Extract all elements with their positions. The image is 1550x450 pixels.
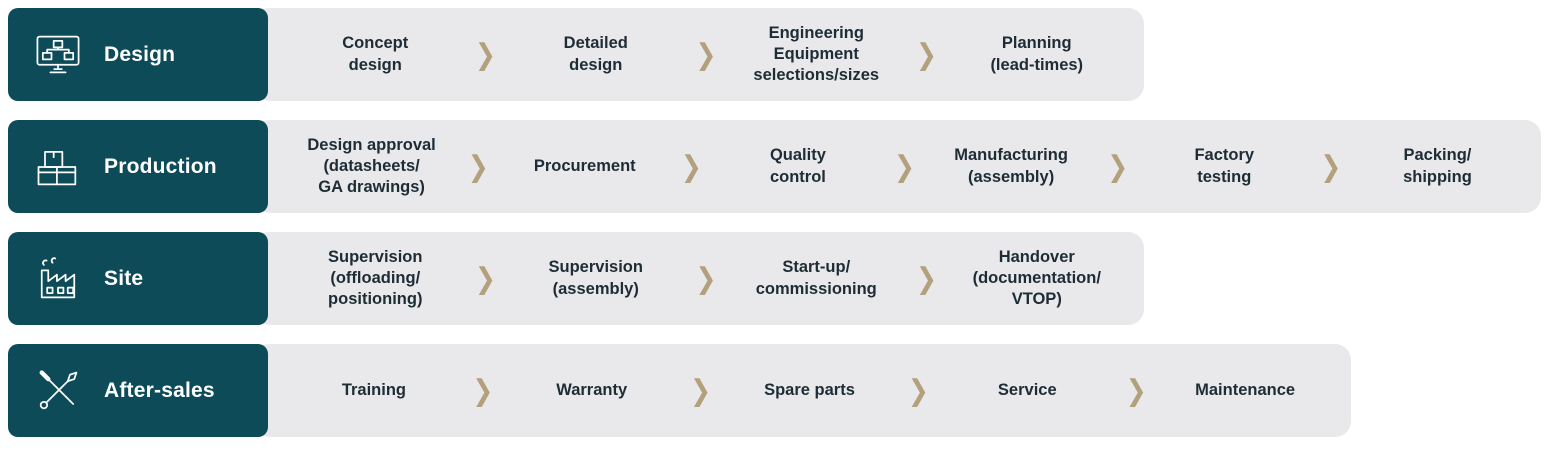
chevron-right-icon: ❯ (916, 38, 937, 71)
chevron-right-icon: ❯ (475, 262, 496, 295)
row-label: Site (104, 266, 144, 290)
site-steps-bar: Supervision (offloading/ positioning) ❯ … (254, 232, 1144, 325)
production-label-box: Production (8, 120, 268, 213)
chevron-right-icon: ❯ (894, 150, 915, 183)
after-sales-label-box: After-sales (8, 344, 268, 437)
chevron-right-icon: ❯ (475, 38, 496, 71)
chevron-right-icon: ❯ (1107, 150, 1129, 183)
process-step: Procurement (533, 156, 636, 175)
process-step: Handover (documentation/ VTOP) (972, 247, 1101, 309)
process-step: Detailed design (563, 34, 628, 74)
row-site: Site Supervision (offloading/ positionin… (8, 232, 1144, 325)
row-label: Design (104, 42, 176, 66)
process-step: Spare parts (764, 380, 855, 399)
chevron-right-icon: ❯ (695, 262, 717, 295)
chevron-right-icon: ❯ (1125, 374, 1147, 407)
process-step: Engineering Equipment selections/sizes (753, 23, 880, 85)
process-step: Training (341, 380, 406, 399)
process-step: Service (997, 380, 1057, 399)
process-step: Manufacturing (assembly) (954, 146, 1068, 186)
crates-icon (32, 141, 84, 193)
chevron-right-icon: ❯ (472, 374, 494, 407)
design-label-box: Design (8, 8, 268, 101)
chevron-right-icon: ❯ (907, 374, 929, 407)
process-step: Maintenance (1195, 380, 1296, 399)
row-production: Production Design approval (datasheets/ … (8, 120, 1541, 213)
process-step: Supervision (assembly) (548, 258, 643, 298)
process-step: Supervision (offloading/ positioning) (328, 247, 423, 309)
chevron-right-icon: ❯ (467, 150, 489, 183)
production-steps-bar: Design approval (datasheets/ GA drawings… (254, 120, 1541, 213)
process-step: Warranty (556, 380, 628, 399)
chevron-right-icon: ❯ (1320, 150, 1342, 183)
process-step: Design approval (datasheets/ GA drawings… (307, 135, 436, 197)
process-step: Start-up/ commissioning (755, 258, 877, 298)
chevron-right-icon: ❯ (680, 150, 702, 183)
design-steps-bar: Concept design ❯ Detailed design ❯ Engin… (254, 8, 1144, 101)
monitor-flowchart-icon (32, 29, 84, 81)
site-label-box: Site (8, 232, 268, 325)
process-step: Planning (lead-times) (990, 34, 1084, 74)
row-design: Design Concept design ❯ Detailed design … (8, 8, 1144, 101)
chevron-right-icon: ❯ (690, 374, 712, 407)
row-label: Production (104, 154, 217, 178)
process-step: Packing/ shipping (1403, 146, 1472, 186)
process-step: Concept design (342, 34, 409, 74)
row-after-sales: After-sales Training ❯ Warranty ❯ Spare … (8, 344, 1351, 437)
process-step: Quality control (769, 146, 826, 186)
after-sales-steps-bar: Training ❯ Warranty ❯ Spare parts ❯ Serv… (254, 344, 1351, 437)
chevron-right-icon: ❯ (695, 38, 717, 71)
factory-icon (32, 253, 84, 305)
row-label: After-sales (104, 378, 215, 402)
process-step: Factory testing (1194, 146, 1255, 186)
tools-icon (32, 365, 84, 417)
process-diagram: Design Concept design ❯ Detailed design … (8, 8, 1541, 437)
chevron-right-icon: ❯ (916, 262, 937, 295)
